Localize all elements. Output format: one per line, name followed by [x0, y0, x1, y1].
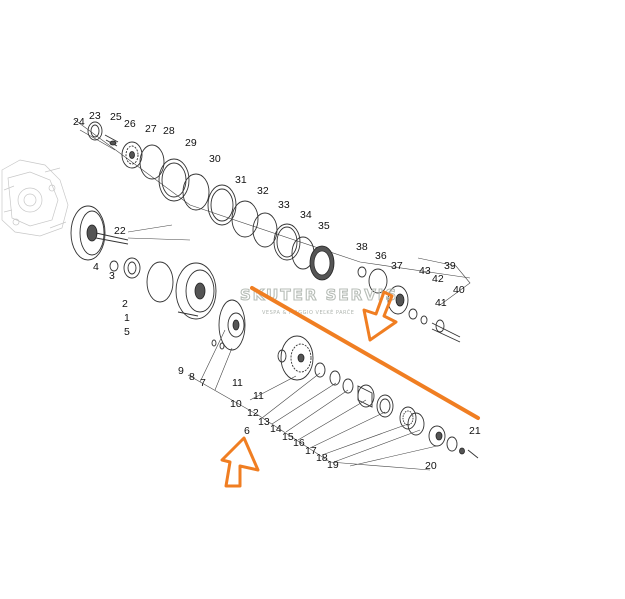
callout-30: 30	[209, 153, 221, 165]
callout-9: 9	[178, 365, 184, 377]
callout-7: 7	[200, 377, 206, 389]
callout-34: 34	[300, 209, 312, 221]
callout-42: 42	[432, 273, 444, 285]
driven-pulley-parts	[211, 299, 314, 381]
callout-1: 1	[124, 312, 130, 324]
callout-21: 21	[469, 425, 481, 437]
watermark-title: SKUTER SERVIS	[240, 286, 398, 304]
orange-arrow-up-icon	[220, 436, 260, 488]
callout-43: 43	[419, 265, 431, 277]
callout-6: 6	[244, 425, 250, 437]
callout-17: 17	[305, 445, 317, 457]
callout-29: 29	[185, 137, 197, 149]
callout-41: 41	[435, 297, 447, 309]
callout-39: 39	[444, 260, 456, 272]
clutch-discs-stack	[139, 144, 335, 281]
callout-11b: 11	[253, 390, 264, 402]
callout-27: 27	[145, 123, 157, 135]
orange-diagonal-line	[250, 286, 480, 420]
callout-35: 35	[318, 220, 330, 232]
callout-32: 32	[257, 185, 269, 197]
callout-labels: 24 23 25 26 27 28 29 30 31 32 33 34 35 2…	[73, 110, 481, 472]
callout-8: 8	[189, 371, 195, 383]
watermark-logo: SKUTER SERVIS VESPA & PIAGGIO VEĽKÉ PARČ…	[239, 285, 398, 316]
callout-40: 40	[453, 284, 465, 296]
callout-22: 22	[114, 225, 126, 237]
orange-arrow-down-icon	[362, 290, 398, 342]
callout-4: 4	[93, 261, 99, 273]
callout-33: 33	[278, 199, 290, 211]
callout-24: 24	[73, 116, 85, 128]
callout-15: 15	[282, 431, 294, 443]
callout-25: 25	[110, 111, 122, 123]
callout-28: 28	[163, 125, 175, 137]
upper-axis-guide	[74, 119, 471, 279]
lower-axis-parts	[314, 362, 479, 459]
callout-10: 10	[230, 398, 242, 410]
callout-31: 31	[235, 174, 247, 186]
gear-part	[121, 141, 143, 169]
annotation-marks	[220, 286, 480, 488]
callout-11a: 11	[232, 377, 243, 389]
callout-23: 23	[89, 110, 101, 122]
callout-14: 14	[270, 423, 282, 435]
callout-18: 18	[316, 452, 328, 464]
callout-2: 2	[122, 298, 128, 310]
callout-12: 12	[247, 407, 259, 419]
callout-37: 37	[391, 260, 403, 272]
callout-5: 5	[124, 326, 130, 338]
engine-casing-ghost	[1, 159, 69, 237]
callout-16: 16	[293, 437, 305, 449]
callout-13: 13	[258, 416, 270, 428]
lower-axis-guide	[187, 374, 431, 471]
watermark-subtitle: VESPA & PIAGGIO VEĽKÉ PARČE	[262, 308, 354, 316]
callout-3: 3	[109, 270, 115, 282]
callout-38: 38	[356, 241, 368, 253]
callout-20: 20	[425, 460, 437, 472]
left-lower-parts	[109, 257, 217, 320]
callout-19: 19	[327, 459, 339, 471]
callout-36: 36	[375, 250, 387, 262]
right-hub-parts	[357, 257, 471, 343]
callout-26: 26	[124, 118, 136, 130]
upper-small-parts	[87, 121, 119, 147]
clutch-bell-part	[70, 205, 129, 261]
